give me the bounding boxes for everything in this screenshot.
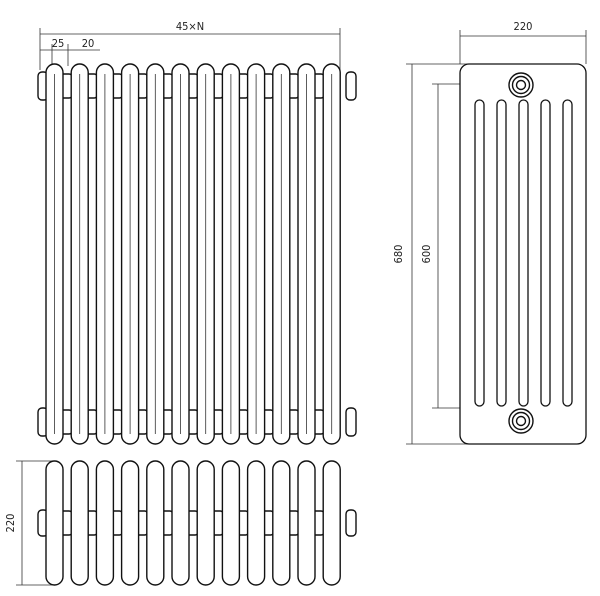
dim-spacing-label: 25: [52, 37, 65, 50]
plan-column: [246, 460, 266, 586]
plan-column: [322, 460, 341, 586]
plan-column: [70, 460, 89, 586]
side-elevation-view: 220 680 600: [392, 20, 587, 445]
plan-tube-columns: [37, 460, 357, 586]
plan-right-nub: [345, 509, 357, 537]
plan-column: [171, 460, 190, 586]
bottom-connector-icon: [508, 408, 534, 434]
top-connector-icon: [508, 72, 534, 98]
plan-column: [95, 460, 115, 586]
front-tube-columns: [37, 63, 357, 445]
right-bottom-nub: [345, 407, 357, 437]
plan-column: [45, 460, 64, 586]
plan-column: [120, 460, 140, 586]
dim-plan-depth-label: 220: [4, 514, 17, 533]
front-elevation-view: 45×N 25 20: [37, 20, 357, 445]
right-top-nub: [345, 71, 357, 101]
plan-column: [196, 460, 215, 586]
plan-column: [221, 460, 241, 586]
dim-gap-label: 20: [82, 37, 95, 50]
plan-view: 220: [4, 460, 357, 586]
dim-centers-label: 600: [420, 245, 433, 264]
dim-width-label: 45×N: [176, 20, 204, 33]
plan-column: [297, 460, 316, 586]
dim-side-width-label: 220: [514, 20, 533, 33]
plan-column: [272, 460, 291, 586]
plan-column: [146, 460, 165, 586]
dim-height-label: 680: [392, 245, 405, 264]
